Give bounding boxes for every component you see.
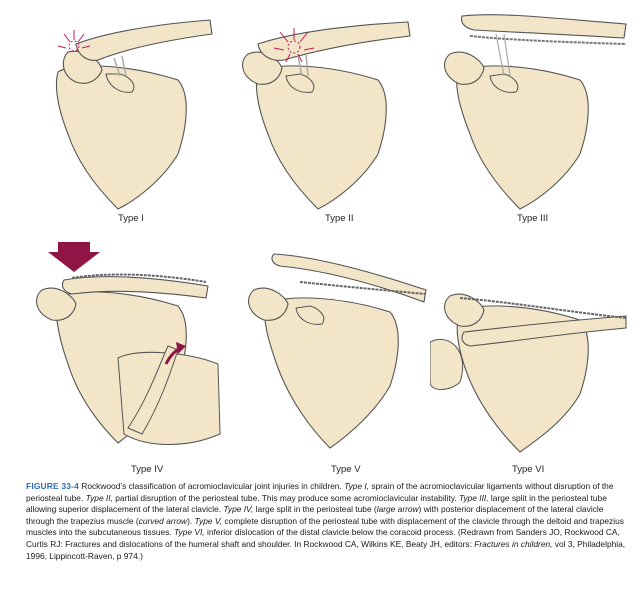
figure-label: FIGURE 33-4 [26,481,79,491]
periosteal-tube [299,281,427,295]
curved-arrow-head [176,342,186,354]
figure-caption: FIGURE 33-4 Rockwood’s classification of… [26,481,630,562]
type-1-illustration [55,19,213,210]
caption-segment: ) with posterior displacement of the lat… [26,504,604,526]
type-5-illustration [248,253,427,449]
panel-type-1 [28,14,218,214]
large-arrow [48,242,100,272]
caption-segment: Rockwood’s classification of acromioclav… [78,481,345,491]
caption-segment: Type VI, [174,527,205,538]
coracoclavicular-ligament [495,33,511,77]
caption-segment: complete disruption of the periosteal tu… [26,515,624,538]
humeral-head [430,338,464,390]
scapula [456,65,589,210]
clavicle-inferior [461,315,627,347]
type-1-label: Type I [118,213,144,224]
caption-segment: large arrow [376,504,419,515]
periosteal-tube [469,35,627,45]
caption-segment: curved arrow [138,515,188,526]
partial-disruption-burst [273,28,315,63]
clavicle-displaced [271,253,427,303]
type-2-illustration [242,21,411,210]
acromion [444,293,485,327]
caption-segment: Fractures in children, [474,538,553,549]
caption-segment: inferior dislocation of the distal clavi… [26,527,620,549]
panel-type-3 [430,4,630,214]
coracoid [285,73,315,93]
caption-segment: ). [187,515,195,526]
coracoclavicular-ligament [113,55,127,77]
caption-segment: Type I, [344,481,370,491]
acromion [444,51,485,85]
acromion [248,287,289,321]
type-6-label: Type VI [512,464,545,475]
coracoclavicular-ligament [297,53,309,77]
caption-segment: partial disruption of the periosteal tub… [112,492,459,503]
caption-segment: Type IV, [223,504,254,515]
caption-segment: large split in the periosteal tube ( [253,504,377,515]
coracoid [295,305,325,325]
type-3-label: Type III [517,213,549,224]
panel-type-4 [28,238,228,458]
clavicle [257,21,411,61]
type-6-illustration [430,293,627,453]
type-3-illustration [444,14,627,210]
sprain-burst [57,30,91,49]
clavicle [61,276,209,299]
caption-segment: Type V, [194,515,223,526]
caption-segment: large split in the periosteal tube allow… [26,492,607,515]
type-5-label: Type V [331,464,361,475]
scapula [55,65,187,210]
caption-segment: Type II, [85,492,113,503]
scapula [264,297,399,449]
type-4-illustration [36,242,221,445]
type-4-label: Type IV [131,464,164,475]
type-2-label: Type II [325,213,354,224]
clavicle-displaced [460,14,627,39]
caption-segment: sprain of the acromioclavicular ligament… [26,481,614,503]
acromion [36,287,77,321]
panel-type-5 [240,238,430,458]
periosteal-tube [459,297,627,319]
coracoid [489,73,519,93]
panel-type-6 [430,272,630,462]
caption-segment: Type III, [458,492,489,503]
panel-type-2 [228,14,418,214]
scapula [255,65,387,210]
clavicle [75,19,213,61]
caption-text: Rockwood’s classification of acromioclav… [26,481,625,561]
periosteal-tube [71,273,207,283]
caption-segment: vol 3, Philadelphia, 1996, Lippincott-Ra… [26,538,626,561]
coracoid [105,73,135,93]
